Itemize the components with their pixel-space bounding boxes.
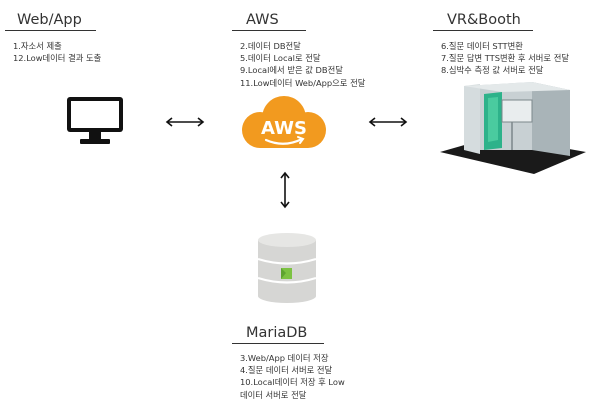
webapp-title-text: Web/App [17,12,82,28]
mariadb-note-3: 10.Local데이터 저장 후 Low [240,377,345,388]
vr-title: VR&Booth [433,12,533,31]
mariadb-note-4: 데이터 서버로 전달 [240,389,307,400]
aws-logo-text: AWS [261,118,307,139]
webapp-aws-arrow [164,116,206,128]
webapp-note-1: 1.자소서 제출 [13,41,62,51]
aws-notes: 2.데이터 DB전달 5.데이터 Local로 전달 9.Local에서 받은 … [240,40,365,89]
aws-note-1: 2.데이터 DB전달 [240,41,301,51]
aws-title: AWS [232,12,306,31]
vr-note-3: 8.심박수 측정 값 서버로 전달 [441,65,544,76]
mariadb-title-text: MariaDB [246,325,308,341]
aws-note-4: 11.Low데이터 Web/App으로 전달 [240,77,366,88]
mariadb-note-1: 3.Web/App 데이터 저장 [240,353,329,363]
monitor-icon [66,96,124,146]
mariadb-note-2: 4.질문 데이터 서버로 전달 [240,365,333,376]
webapp-note-2: 12.Low데이터 결과 도출 [13,53,102,64]
vr-notes: 6.질문 데이터 STT변환 7.질문 답변 TTS변환 후 서버로 전달 8.… [441,40,569,77]
aws-mariadb-arrow [279,170,291,210]
aws-cloud-icon: AWS [238,94,330,152]
aws-note-3: 9.Local에서 받은 값 DB전달 [240,65,343,76]
mariadb-notes: 3.Web/App 데이터 저장 4.질문 데이터 서버로 전달 10.Loca… [240,352,345,401]
aws-vr-arrow [367,116,409,128]
vr-note-2: 7.질문 답변 TTS변환 후 서버로 전달 [441,53,569,64]
vr-title-text: VR&Booth [447,12,521,28]
vr-booth-icon [436,80,590,176]
mariadb-title: MariaDB [232,325,324,344]
database-icon [255,232,319,304]
webapp-notes: 1.자소서 제출 12.Low데이터 결과 도출 [13,40,101,64]
webapp-title: Web/App [5,12,96,31]
aws-note-2: 5.데이터 Local로 전달 [240,53,321,64]
aws-title-text: AWS [246,12,279,28]
vr-note-1: 6.질문 데이터 STT변환 [441,41,523,51]
